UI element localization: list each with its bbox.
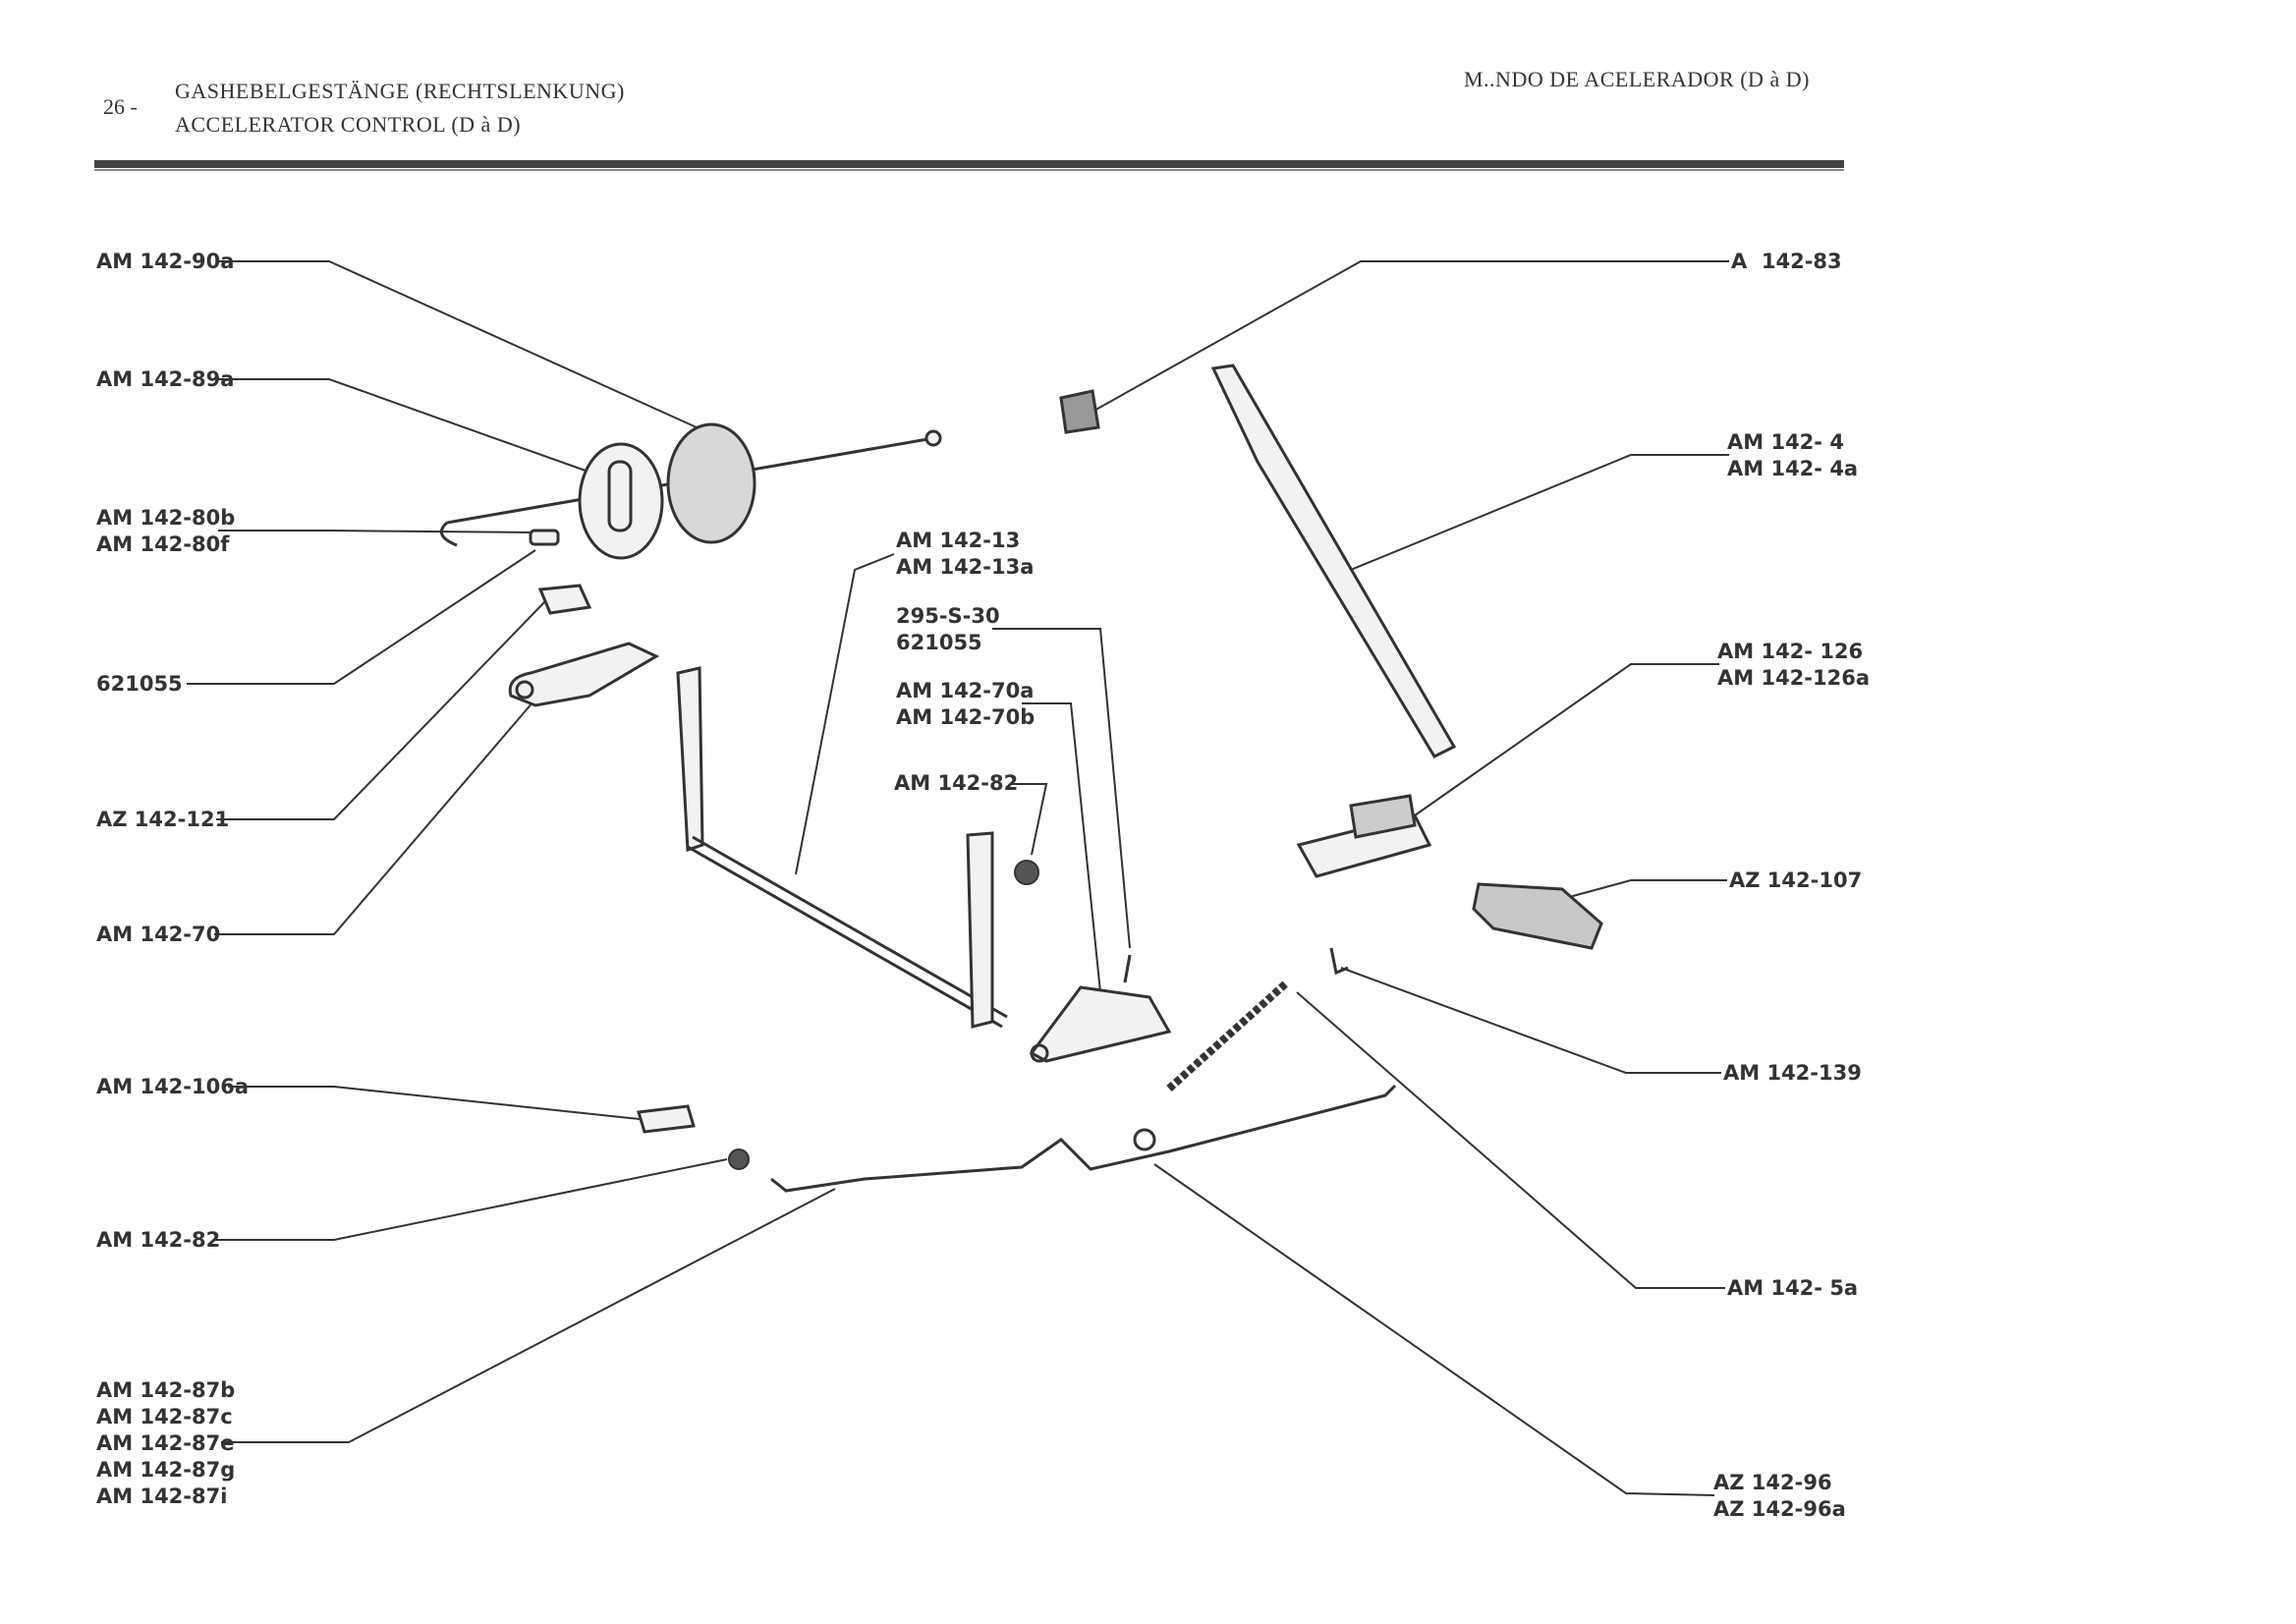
- lever-arm-lower: [966, 831, 994, 1029]
- leader-am142-90a: [218, 260, 708, 433]
- leader-295-s-30: [992, 628, 1131, 949]
- page-number: 26 -: [103, 94, 138, 119]
- pivot-screw: [1123, 954, 1132, 983]
- small-bolt: [529, 529, 560, 546]
- label-am142-82-center: AM 142-82: [894, 771, 1019, 795]
- leader-am142-82-center: [1012, 783, 1048, 856]
- mounting-bracket: [508, 642, 660, 707]
- label-am142-5a: AM 142- 5a: [1727, 1276, 1859, 1300]
- parts: [439, 364, 1603, 1193]
- label-am142-139: AM 142-139: [1723, 1061, 1862, 1085]
- leader-621055-left: [187, 549, 536, 685]
- leader-lines: [187, 260, 1729, 1496]
- pedal-hinge-roll: [1349, 794, 1417, 839]
- title-english: ACCELERATOR CONTROL (D à D): [175, 112, 522, 137]
- grommet-washer: [578, 442, 664, 560]
- leader-az142-96: [1153, 1163, 1715, 1496]
- leader-am142-70ab: [1022, 702, 1101, 993]
- accelerator-pedal: [1210, 364, 1457, 758]
- label-am142-4: AM 142- 4 AM 142- 4a: [1727, 430, 1859, 480]
- pedal-block: [1059, 389, 1100, 434]
- label-621055-left: 621055: [96, 672, 183, 696]
- label-az142-107: AZ 142-107: [1729, 868, 1863, 892]
- label-am142-90a: AM 142-90a: [96, 250, 235, 273]
- leader-am142-82-left: [214, 1158, 728, 1241]
- bracket-hole: [515, 680, 534, 700]
- leader-am142-70: [214, 687, 546, 935]
- label-am142-106a: AM 142-106a: [96, 1075, 250, 1098]
- cable-clip: [637, 1104, 696, 1134]
- rubber-bush: [728, 1148, 750, 1170]
- label-am142-87: AM 142-87b AM 142-87c AM 142-87e AM 142-…: [96, 1378, 236, 1508]
- pivot-plate: [1029, 985, 1172, 1063]
- label-am142-80: AM 142-80b AM 142-80f: [96, 506, 236, 556]
- label-am142-82-left: AM 142-82: [96, 1228, 221, 1252]
- grommet-slot: [607, 460, 633, 532]
- rod-knob: [924, 429, 942, 447]
- cross-shaft-edge: [692, 835, 1008, 1019]
- cross-shaft: [687, 845, 1003, 1029]
- felt-washer: [666, 422, 756, 544]
- label-a142-83: A 142-83: [1731, 250, 1842, 273]
- rod-hook-end: [439, 521, 458, 547]
- small-clip: [537, 584, 592, 615]
- leader-az142-121: [216, 600, 546, 820]
- spring-hook: [1329, 947, 1349, 976]
- label-am142-70ab: AM 142-70a AM 142-70b: [896, 679, 1036, 729]
- label-295-s-30: 295-S-30 621055: [896, 604, 1000, 654]
- return-spring: [1166, 980, 1290, 1092]
- label-am142-13: AM 142-13 AM 142-13a: [896, 529, 1035, 579]
- title-german: GASHEBELGESTÄNGE (RECHTSLENKUNG): [175, 79, 625, 103]
- leader-am142-126: [1414, 663, 1719, 816]
- leader-am142-80: [218, 530, 536, 533]
- pivot-plate-hole: [1030, 1043, 1049, 1063]
- link-rod: [770, 1084, 1397, 1193]
- leader-am142-87: [221, 1188, 836, 1443]
- label-az142-96: AZ 142-96 AZ 142-96a: [1713, 1471, 1846, 1521]
- rubber-stop: [1014, 860, 1039, 885]
- title-spanish: M..NDO DE ACELERADOR (D à D): [1464, 67, 1810, 91]
- header-rule: [94, 160, 1844, 168]
- leader-az142-107: [1561, 879, 1727, 900]
- label-am142-70: AM 142-70: [96, 923, 221, 946]
- leader-am142-139: [1340, 967, 1721, 1074]
- leader-a142-83: [1090, 260, 1729, 414]
- header-rule-thin: [94, 169, 1844, 171]
- label-am142-126: AM 142- 126 AM 142-126a: [1717, 640, 1871, 690]
- lever-arm-upper: [676, 666, 704, 853]
- leader-am142-5a: [1296, 991, 1725, 1289]
- rubber-pad: [1472, 882, 1603, 950]
- leader-am142-13: [795, 553, 895, 875]
- leader-am142-106a: [228, 1086, 649, 1121]
- label-am142-89a: AM 142-89a: [96, 367, 235, 391]
- leader-am142-4: [1345, 454, 1729, 573]
- leader-am142-89a: [218, 378, 600, 476]
- label-az142-121: AZ 142-121: [96, 808, 230, 831]
- link-rod-eye: [1133, 1128, 1156, 1151]
